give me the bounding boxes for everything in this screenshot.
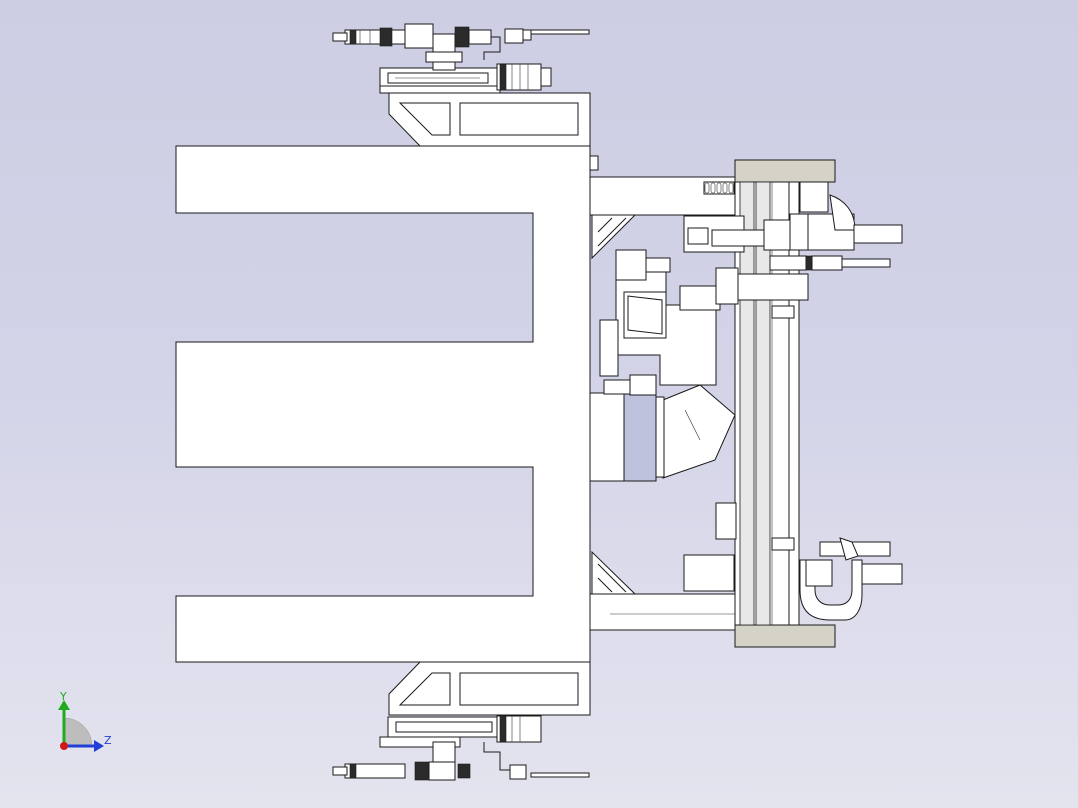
lower-hook-assembly[interactable]: [683, 502, 903, 621]
top-bracket[interactable]: [388, 92, 591, 147]
bottom-actuator-assembly[interactable]: [332, 715, 590, 781]
fork-frame[interactable]: [175, 145, 591, 663]
coordinate-triad-icon: [58, 700, 104, 752]
lower-arm[interactable]: [589, 550, 737, 631]
top-actuator-assembly[interactable]: [332, 23, 590, 94]
center-carriage[interactable]: [589, 249, 736, 482]
triad-y-label: Y: [59, 690, 67, 703]
bottom-bracket[interactable]: [388, 661, 591, 716]
upper-arm[interactable]: [589, 155, 737, 260]
upper-gripper-head[interactable]: [683, 181, 903, 305]
triad-z-label: Z: [104, 734, 112, 747]
